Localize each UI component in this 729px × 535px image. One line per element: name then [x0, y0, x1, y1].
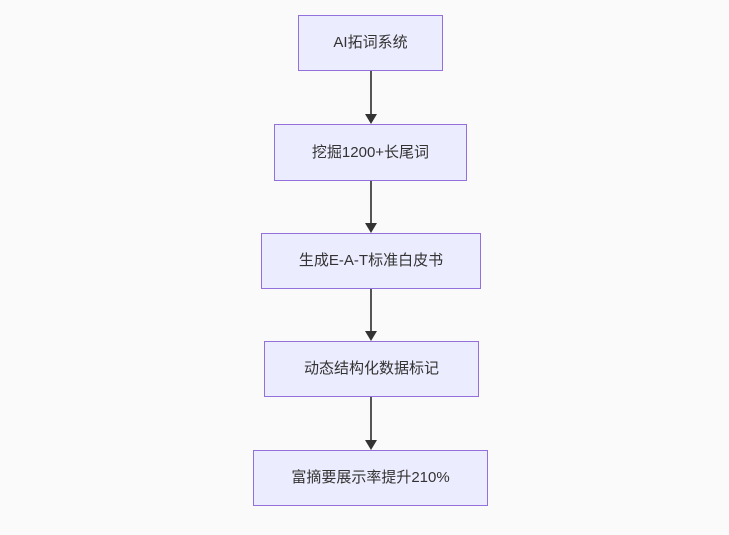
arrowhead-icon [365, 114, 377, 124]
flow-node-label: AI拓词系统 [333, 34, 408, 51]
flow-node-label: 富摘要展示率提升210% [291, 469, 450, 486]
edge-line [370, 289, 372, 331]
edge-arrow-1 [364, 71, 378, 124]
flow-node-eat-whitepaper: 生成E-A-T标准白皮书 [261, 233, 481, 289]
edge-arrow-3 [364, 289, 378, 341]
edge-arrow-4 [364, 397, 378, 450]
edge-line [370, 397, 372, 440]
flow-node-ai-word-expansion: AI拓词系统 [298, 15, 443, 71]
edge-line [370, 71, 372, 114]
arrowhead-icon [365, 223, 377, 233]
arrowhead-icon [365, 331, 377, 341]
flow-node-label: 生成E-A-T标准白皮书 [298, 252, 444, 269]
edge-line [370, 181, 372, 223]
edge-arrow-2 [364, 181, 378, 233]
flow-node-label: 挖掘1200+长尾词 [311, 143, 430, 161]
arrowhead-icon [365, 440, 377, 450]
flow-node-structured-data: 动态结构化数据标记 [264, 341, 479, 397]
flow-node-longtail-mining: 挖掘1200+长尾词 [274, 124, 467, 181]
flow-node-label: 动态结构化数据标记 [303, 360, 439, 377]
flow-node-rich-snippet-result: 富摘要展示率提升210% [253, 450, 488, 506]
